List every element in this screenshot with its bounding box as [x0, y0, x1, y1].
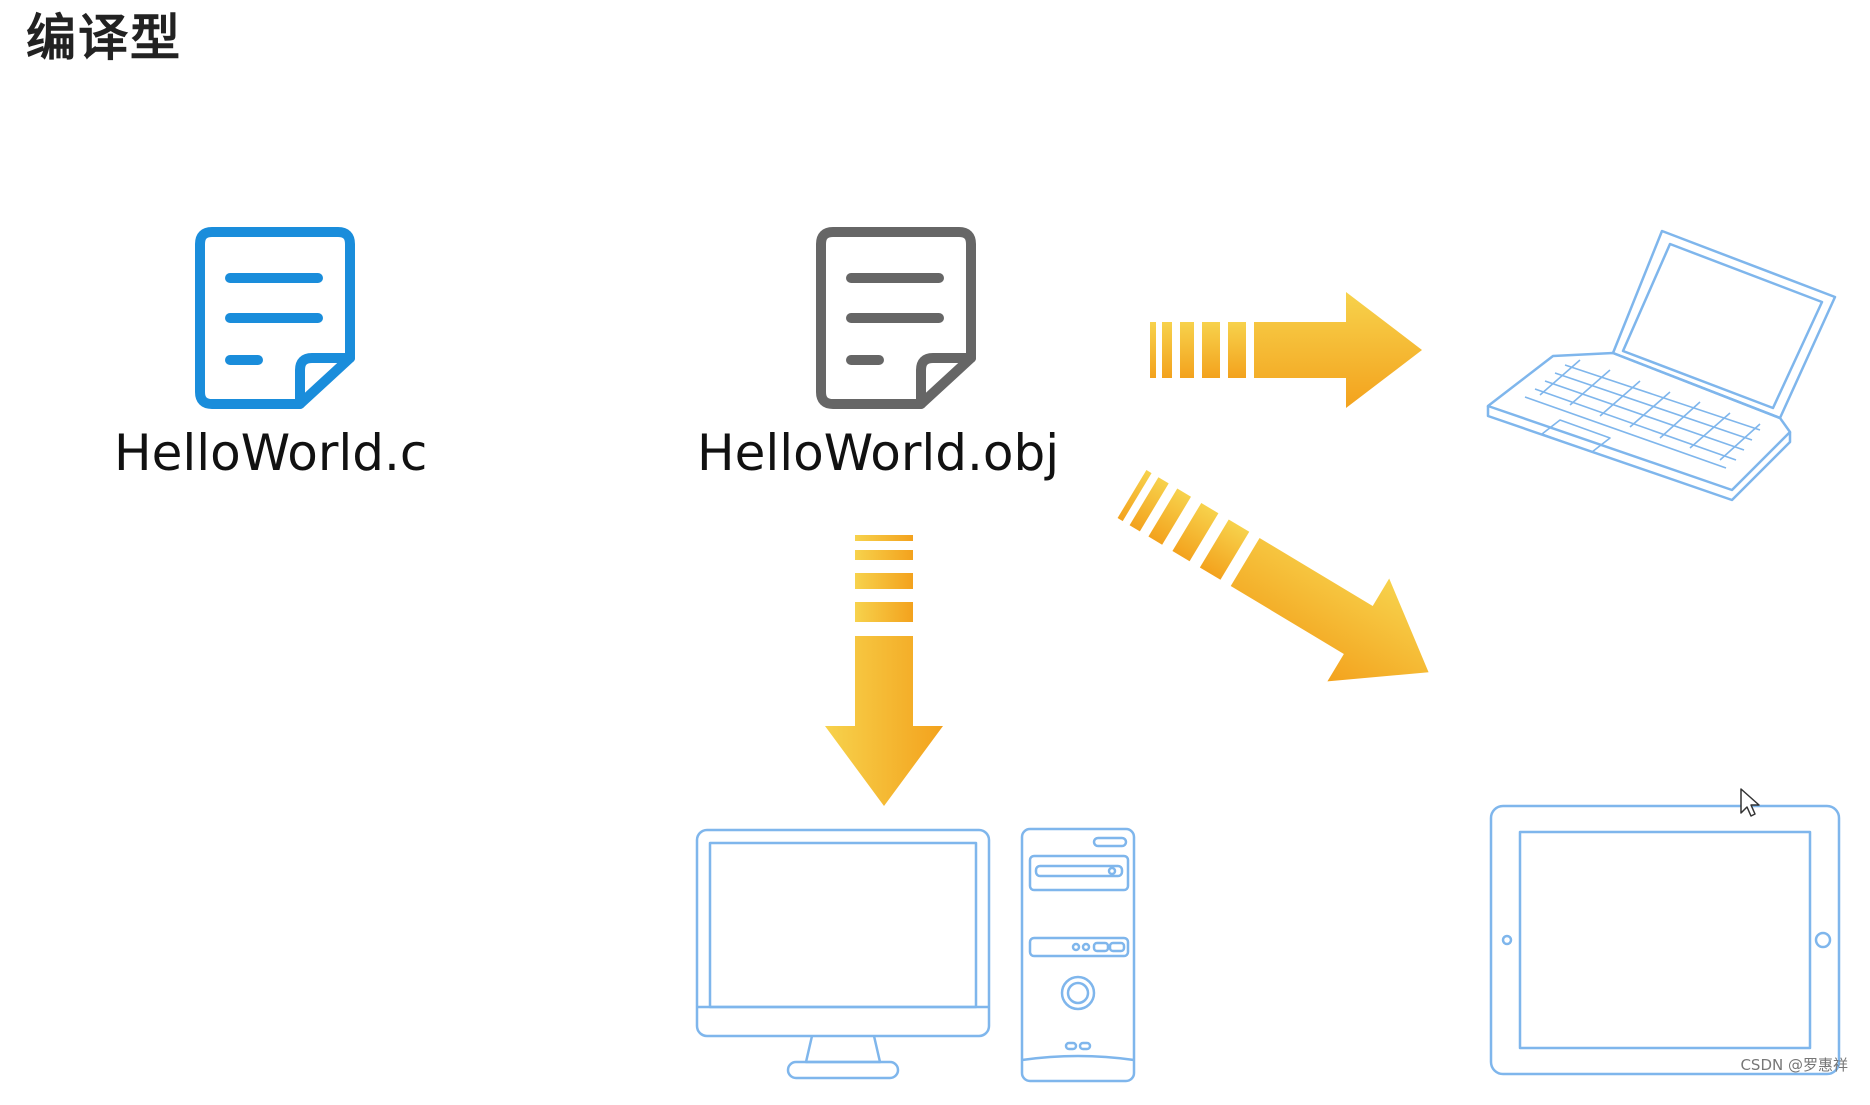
laptop-icon	[1486, 229, 1837, 502]
arrow-to-desktop	[825, 535, 943, 806]
source-file-label: HelloWorld.c	[114, 424, 428, 482]
tablet-icon	[1489, 804, 1841, 1076]
monitor-icon	[695, 828, 991, 1080]
page-title: 编译型	[26, 9, 182, 67]
tower-icon	[1020, 827, 1136, 1083]
mouse-cursor-icon	[1740, 788, 1760, 817]
object-file-label: HelloWorld.obj	[697, 424, 1060, 482]
arrow-to-laptop	[1150, 292, 1422, 408]
watermark: CSDN @罗惠祥	[1740, 1056, 1848, 1074]
object-file-icon	[816, 227, 976, 409]
source-file-icon	[195, 227, 355, 409]
arrow-to-tablet	[1117, 469, 1429, 682]
